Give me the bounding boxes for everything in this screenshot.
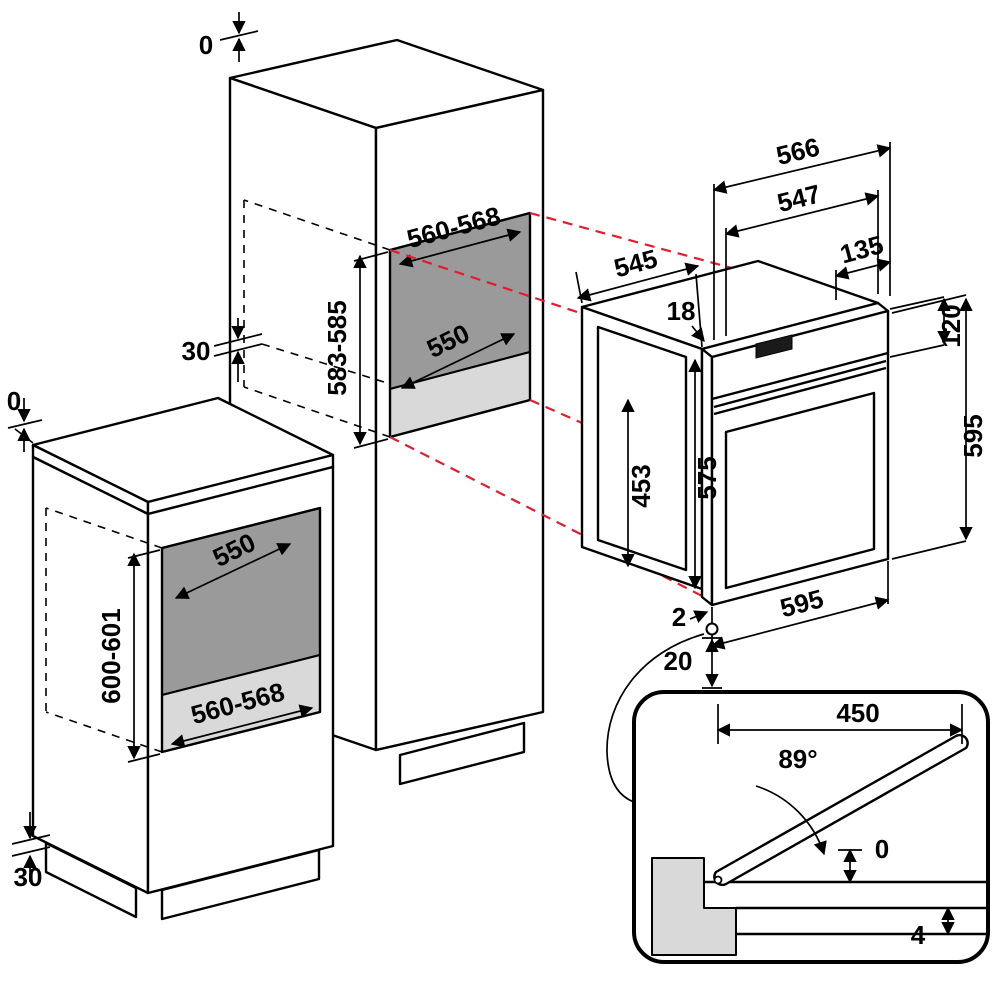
door-angle-label: 89° <box>778 744 817 774</box>
oven-front-face <box>710 309 890 607</box>
base-niche-hidden-top <box>45 507 163 549</box>
base-niche-height-label: 600-601 <box>96 608 126 703</box>
dim-door-length: 450 <box>716 698 964 744</box>
base-plinth-right <box>160 848 321 921</box>
detail-leader-line <box>606 633 705 803</box>
oven-panel-height-label: 120 <box>936 304 966 347</box>
dim-door-gap-zero: 0 <box>838 834 889 884</box>
dim-tall-side-30: 30 <box>182 318 263 382</box>
oven-rear-top-label: 135 <box>837 229 887 269</box>
dim-oven-rear-top: 135 <box>834 229 892 300</box>
tall-cabinet-plinth <box>398 721 526 786</box>
base-cabinet: 550 600-601 560-568 0 30 <box>7 386 335 921</box>
dim-tall-top-zero: 0 <box>199 12 259 62</box>
oven: 566 547 545 135 18 <box>575 132 988 689</box>
projection-line-bottom-left <box>389 436 711 601</box>
base-bottom-30-label: 30 <box>14 862 43 892</box>
detail-reference-point <box>705 622 719 636</box>
dim-oven-cavity-height: 453 <box>621 398 656 568</box>
oven-body-height-label: 575 <box>692 456 722 499</box>
oven-control-panel-divider <box>711 351 889 401</box>
base-cabinet-left-face <box>31 455 150 895</box>
dim-base-bottom-30: 30 <box>11 812 51 892</box>
dim-oven-panel-height: 120 <box>889 296 966 358</box>
oven-body-left-face <box>580 305 704 591</box>
oven-handle-top <box>713 359 887 409</box>
dim-door-gap-four: 4 <box>911 906 955 950</box>
base-plinth-left <box>44 841 138 919</box>
oven-display <box>755 334 793 359</box>
oven-cavity-height-label: 453 <box>626 464 656 507</box>
detail-door-hinge <box>713 875 723 885</box>
dim-base-top-zero: 0 <box>7 386 43 452</box>
base-niche-hidden-bottom <box>45 711 163 753</box>
base-zero-hidden-line <box>9 424 34 444</box>
tall-top-zero-label: 0 <box>199 30 213 60</box>
dim-oven-bottom-offset: 20 <box>664 637 722 689</box>
dim-base-niche-height: 600-601 <box>96 549 161 763</box>
door-detail-view: 450 89° 0 4 <box>606 633 990 964</box>
door-length-label: 450 <box>836 698 879 728</box>
door-gap-four-label: 4 <box>911 920 926 950</box>
oven-cavity-opening <box>596 325 688 572</box>
dim-tall-niche-height: 583-585 <box>322 251 389 449</box>
dim-oven-bottom-gap: 2 <box>672 602 709 632</box>
door-gap-zero-label: 0 <box>875 834 889 864</box>
oven-bottom-offset-label: 20 <box>664 646 693 676</box>
oven-door-inset <box>724 391 876 590</box>
oven-frame-gap-label: 18 <box>667 296 696 326</box>
dim-oven-frame-gap: 18 <box>667 296 705 343</box>
tall-niche-hidden-top <box>243 199 391 251</box>
base-top-zero-label: 0 <box>7 386 21 416</box>
oven-bottom-gap-label: 2 <box>672 602 686 632</box>
oven-height-overall-label: 595 <box>958 414 988 457</box>
dim-door-angle: 89° <box>755 744 827 856</box>
oven-handle-bottom <box>713 366 887 416</box>
dim-oven-height-overall: 595 <box>891 294 988 560</box>
tall-side-30-label: 30 <box>182 336 211 366</box>
tall-niche-height-label: 583-585 <box>322 300 352 395</box>
dim-oven-body-height: 575 <box>688 358 722 590</box>
tall-niche-hidden-bottom <box>243 386 391 438</box>
base-niche-opening <box>160 506 322 754</box>
